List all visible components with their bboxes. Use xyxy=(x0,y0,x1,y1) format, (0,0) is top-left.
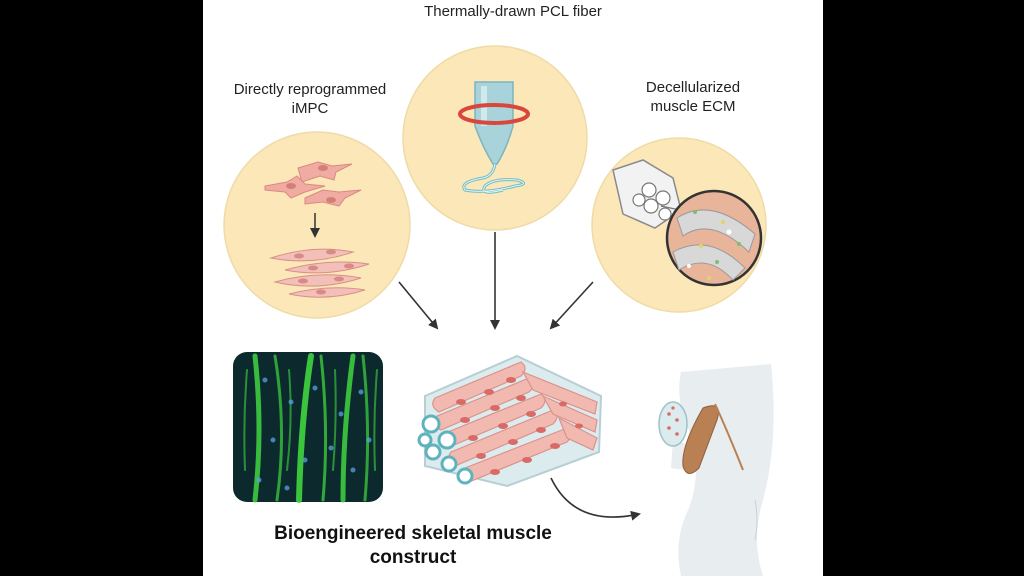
label-ecm-line1: Decellularized xyxy=(645,79,741,96)
impc-circle xyxy=(223,131,411,319)
label-construct-line2: construct xyxy=(369,547,457,568)
arrow-to-implant xyxy=(550,477,641,521)
construct-bundle xyxy=(417,354,603,488)
mouse-hindlimb xyxy=(658,364,774,576)
impc-nuclei xyxy=(294,249,354,295)
label-impc-line2: iMPC xyxy=(291,100,329,117)
heating-ring-icon xyxy=(458,103,530,125)
ecm-fascicles xyxy=(632,182,672,221)
figure-panel: Thermally-drawn PCL fiber Directly repro… xyxy=(203,0,823,576)
label-pcl-fiber: Thermally-drawn PCL fiber xyxy=(424,3,602,20)
ecm-dots xyxy=(687,210,741,280)
label-ecm: Decellularized muscle ECM xyxy=(603,78,783,116)
ecm-fiber-band xyxy=(676,209,756,253)
fibroblast-nuclei xyxy=(286,165,336,203)
impc-myoblasts xyxy=(269,248,370,298)
arrow-impc-to-construct xyxy=(398,281,439,330)
diagram-art xyxy=(223,45,774,576)
fluorescence-image xyxy=(233,352,383,503)
label-impc: Directly reprogrammed iMPC xyxy=(205,80,415,118)
label-construct: Bioengineered skeletal muscle construct xyxy=(243,522,583,570)
pcl-circle xyxy=(402,45,588,231)
construct-fiber-ends xyxy=(417,414,474,485)
label-construct-line1: Bioengineered skeletal muscle xyxy=(274,523,552,544)
impc-circle-bg xyxy=(223,131,411,319)
label-impc-line1: Directly reprogrammed xyxy=(233,81,387,98)
ecm-circle xyxy=(591,137,767,313)
fibroblast-cell xyxy=(297,161,353,183)
arrow-ecm-to-construct xyxy=(549,281,594,330)
label-ecm-line2: muscle ECM xyxy=(650,98,736,115)
implanted-construct xyxy=(658,401,688,447)
